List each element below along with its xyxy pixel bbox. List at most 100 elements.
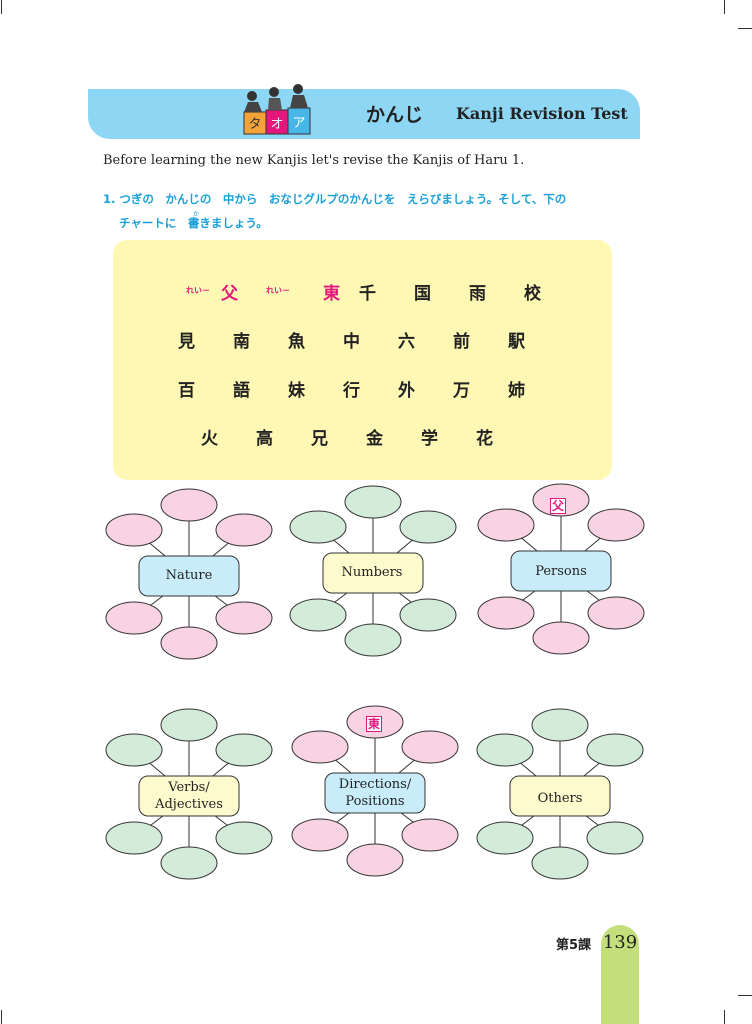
crop-mark [738,995,752,996]
answer-bubble[interactable] [215,601,273,635]
category-box [509,775,611,817]
category-box [510,550,612,592]
badge-letter: ア [292,116,305,131]
answer-bubble[interactable] [160,708,218,742]
badge-letter: タ [248,117,261,132]
answer-bubble[interactable] [346,843,404,877]
chart-label-persons: Persons [535,564,587,579]
chart-label-verbs: Verbs/ Adjectives [139,779,239,813]
kanji-item: 兄 [311,429,328,449]
kanji-item: 外 [398,381,415,401]
kanji-item: 南 [233,332,250,352]
answer-bubble[interactable] [401,730,459,764]
kanji-item: 姉 [508,381,525,401]
kanji-row: 見南魚中六前駅 [159,327,544,352]
kanji-item: 校 [524,284,541,304]
category-box [138,775,240,817]
answer-bubble[interactable] [344,485,402,519]
answer-bubble[interactable] [215,821,273,855]
directions-example-kanji: 東 [366,716,382,732]
answer-bubble[interactable] [291,730,349,764]
spider-chart-verbs [105,708,273,880]
answer-bubble[interactable] [476,821,534,855]
kanji-item: 六 [398,332,415,352]
answer-bubble[interactable] [477,508,535,542]
answer-bubble[interactable] [105,821,163,855]
answer-bubble[interactable] [215,513,273,547]
answer-bubble[interactable] [399,598,457,632]
title-banner [88,89,640,139]
answer-bubble[interactable] [531,708,589,742]
chart-label-directions-line1: Directions/ [338,777,412,792]
answer-bubble[interactable] [344,623,402,657]
answer-bubble[interactable] [105,513,163,547]
question-line-1: 1. つぎの かんじの 中から おなじグルプのかんじを えらびましょう。そして、… [103,192,567,206]
kanji-item: 語 [233,381,250,401]
chart-label-directions-line2: Positions [345,794,405,809]
answer-bubble[interactable] [401,818,459,852]
answer-bubble[interactable] [105,733,163,767]
chart-label-directions: Directions/ Positions [327,776,423,810]
answer-bubble[interactable] [160,626,218,660]
example-label: れい－ [186,286,210,295]
kanji-item: 学 [421,429,438,449]
kanji-item: 駅 [508,332,525,352]
answer-bubble[interactable] [399,510,457,544]
kanji-item: 妹 [288,381,305,401]
answer-bubble[interactable] [291,818,349,852]
furigana: か [193,211,200,218]
intro-text: Before learning the new Kanjis let's rev… [103,153,525,168]
kanji-item: 東 [323,284,340,304]
answer-bubble[interactable] [160,846,218,880]
kids-with-blocks-illustration: タ オ ア [243,84,311,135]
kanji-item: 国 [414,284,431,304]
kanji-item: 雨 [469,284,486,304]
kanji-item: 父 [221,284,238,304]
answer-bubble[interactable] [587,508,645,542]
chart-label-numbers: Numbers [341,565,403,580]
kanji-row: 百語妹行外万姉 [159,376,544,401]
spider-chart-directions [291,705,459,877]
kanji-item: 百 [178,381,195,401]
category-box [322,552,424,594]
kanji-item: 中 [343,332,360,352]
answer-bubble[interactable] [477,596,535,630]
kanji-item: 前 [453,332,470,352]
crop-mark [724,0,725,14]
page-number: 139 [602,932,638,953]
spider-chart-others [476,708,644,880]
kanji-item: 見 [178,332,195,352]
kanji-row: 父 東千 国 雨 校 [202,279,560,304]
answer-bubble[interactable] [587,596,645,630]
kanji-item: 千 [359,284,376,304]
kanji-item: 高 [256,429,273,449]
answer-bubble[interactable] [476,733,534,767]
answer-bubble[interactable] [289,510,347,544]
kanji-item: 魚 [288,332,305,352]
chart-label-verbs-line2: Adjectives [155,797,223,812]
answer-bubble[interactable] [105,601,163,635]
lesson-label: 第5課 [556,938,592,953]
kanji-item: 花 [476,429,493,449]
spider-chart-nature [105,488,273,660]
answer-bubble[interactable] [532,621,590,655]
answer-bubble[interactable] [531,846,589,880]
category-box [324,772,426,814]
answer-bubble[interactable] [289,598,347,632]
kanji-item: 火 [201,429,218,449]
chart-label-others: Others [537,791,583,806]
question-line-2: チャートに 書きましょう。 [119,216,268,230]
answer-bubble[interactable] [586,821,644,855]
page-tab [601,925,639,1024]
kanji-item: 万 [453,381,470,401]
spider-chart-persons [477,483,645,655]
persons-example-kanji: 父 [550,498,566,514]
answer-bubble[interactable] [215,733,273,767]
answer-bubble[interactable] [586,733,644,767]
crop-mark [724,1010,725,1024]
kanji-row: 火高兄金学花 [182,424,512,449]
kanji-box [113,240,612,480]
answer-bubble[interactable] [160,488,218,522]
crop-mark [738,28,752,29]
